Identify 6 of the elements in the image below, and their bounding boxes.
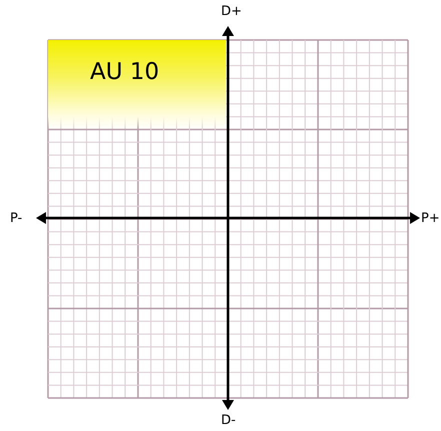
highlight-box	[48, 40, 226, 130]
box-label: AU 10	[90, 58, 160, 86]
axis-label: P-	[10, 211, 22, 226]
axis-label: D-	[221, 413, 236, 428]
axis-label: D+	[221, 4, 242, 19]
axis-label: P+	[421, 211, 440, 226]
